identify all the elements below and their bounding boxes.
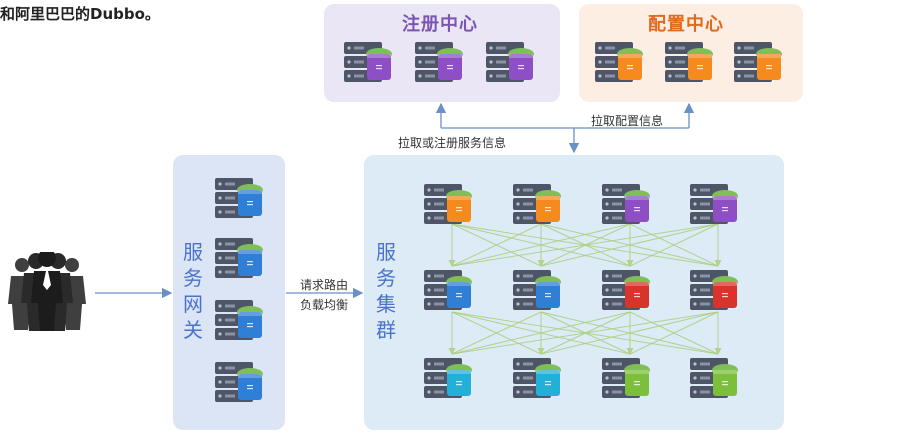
cluster-server (601, 356, 653, 400)
cluster-server (423, 182, 475, 226)
mesh-line (451, 311, 631, 355)
cluster-server (423, 356, 475, 400)
cluster-mesh-lines (448, 223, 722, 355)
gateway-server (214, 176, 266, 220)
cluster-server (512, 356, 564, 400)
server-icon (424, 270, 472, 310)
route-label-line2: 负载均衡 (300, 298, 349, 312)
cluster-server (512, 182, 564, 226)
registry-server (414, 40, 466, 84)
cluster-server (601, 268, 653, 312)
config-center-title: 配置中心 (648, 14, 724, 35)
registry-server (343, 40, 395, 84)
cluster-title-char: 务 (376, 266, 396, 290)
server-icon (415, 42, 463, 82)
caption-text: 和阿里巴巴的Dubbo。 (0, 5, 160, 23)
mesh-line (451, 311, 542, 355)
server-icon (215, 362, 263, 402)
mesh-line (451, 223, 631, 267)
server-icon (690, 358, 738, 398)
server-icon (513, 358, 561, 398)
server-icon (595, 42, 643, 82)
gateway-title-char: 服 (183, 240, 203, 264)
mesh-line (451, 223, 719, 267)
cluster-title-char: 群 (376, 318, 396, 342)
service-cluster-title: 服 务 集 群 (374, 239, 398, 343)
pull-config-label: 拉取配置信息 (591, 114, 664, 128)
gateway-server (214, 360, 266, 404)
mesh-line (540, 311, 719, 355)
cluster-server (689, 268, 741, 312)
server-icon (424, 184, 472, 224)
cluster-title-char: 服 (376, 240, 396, 264)
mesh-line (451, 311, 719, 355)
pull-or-register-label: 拉取或注册服务信息 (398, 136, 507, 150)
server-icon (215, 238, 263, 278)
route-label-line1: 请求路由 (300, 278, 349, 292)
gateway-title-char: 关 (183, 318, 203, 342)
server-icon (690, 270, 738, 310)
gateway-server (214, 236, 266, 280)
service-gateway-title: 服 务 网 关 (181, 239, 205, 343)
mesh-line (540, 223, 719, 267)
config-server (594, 40, 646, 84)
server-icon (424, 358, 472, 398)
mesh-line (629, 311, 719, 355)
cluster-server (601, 182, 653, 226)
gateway-title-char: 网 (183, 292, 203, 316)
cluster-server (689, 182, 741, 226)
server-icon (690, 184, 738, 224)
cluster-server (689, 356, 741, 400)
config-server (664, 40, 716, 84)
server-icon (602, 184, 650, 224)
gateway-title-char: 务 (183, 266, 203, 290)
server-icon (486, 42, 534, 82)
cluster-title-char: 集 (376, 292, 396, 316)
server-icon (215, 300, 263, 340)
server-icon (734, 42, 782, 82)
registry-center-title: 注册中心 (402, 14, 478, 35)
server-icon (513, 184, 561, 224)
server-icon (215, 178, 263, 218)
server-icon (344, 42, 392, 82)
server-icon (602, 358, 650, 398)
config-server (733, 40, 785, 84)
mesh-line (629, 223, 719, 267)
server-icon (665, 42, 713, 82)
registry-server (485, 40, 537, 84)
gateway-server (214, 298, 266, 342)
server-icon (513, 270, 561, 310)
server-icon (602, 270, 650, 310)
users-icon (8, 252, 86, 331)
mesh-line (451, 223, 542, 267)
cluster-server (512, 268, 564, 312)
cluster-server (423, 268, 475, 312)
